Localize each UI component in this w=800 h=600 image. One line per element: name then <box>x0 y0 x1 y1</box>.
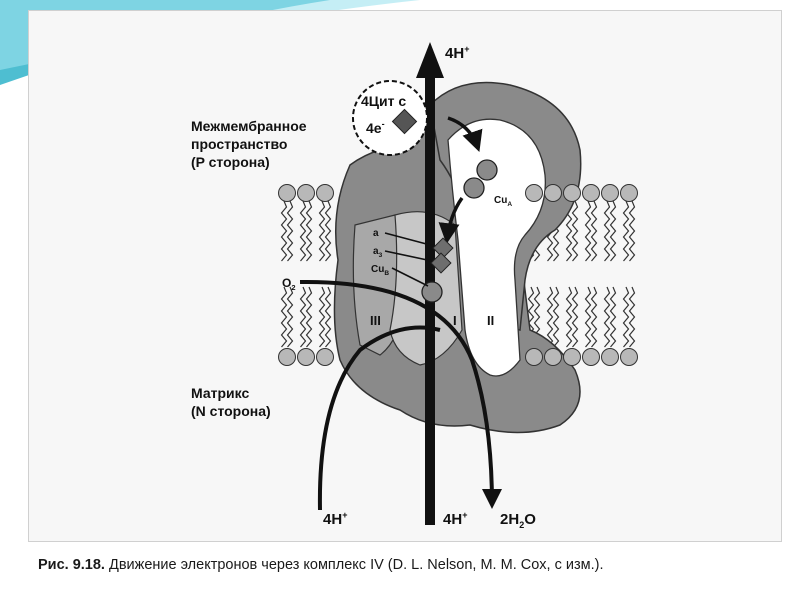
lipid-head <box>316 348 334 366</box>
subunit-ii-label: II <box>487 313 494 328</box>
lipid-tail <box>590 200 598 262</box>
oxygen-to-water-path <box>299 279 502 509</box>
figure-caption: Рис. 9.18. Движение электронов через ком… <box>38 557 778 573</box>
lipid-tail <box>603 200 611 262</box>
heme-a3-diamond <box>430 252 452 274</box>
lipid-tail <box>622 200 630 262</box>
caption-number: Рис. 9.18. <box>38 557 105 573</box>
lipid-tail <box>324 200 332 262</box>
lipid-tail <box>622 286 630 348</box>
lipid-head <box>297 348 315 366</box>
lipid-head <box>316 184 334 202</box>
lipid-tail <box>603 286 611 348</box>
lipid-tail <box>628 200 636 262</box>
lipid-tail <box>565 286 573 348</box>
lipid-tail <box>546 286 554 348</box>
heme-a-label: a <box>373 228 379 239</box>
lipid-tail <box>571 200 579 262</box>
lipid-tail <box>280 200 288 262</box>
cua-label: CuA <box>494 195 512 208</box>
lipid-tail <box>305 200 313 262</box>
intermembrane-space-label-line3: (P сторона) <box>191 154 270 170</box>
proton-bottom-mid-label: 4H+ <box>443 510 467 528</box>
electron-arrow-cytc-to-cua <box>447 116 483 152</box>
proton-channel-arrowhead <box>416 42 444 78</box>
label-pointer-lines <box>384 232 435 287</box>
lipid-tail <box>286 200 294 262</box>
proton-top-label: 4H+ <box>445 44 469 62</box>
cub-label: CuB <box>371 264 389 277</box>
lipid-tail <box>590 286 598 348</box>
electron-count-label: 4e- <box>366 119 385 136</box>
lipid-tail <box>286 286 294 348</box>
lipid-head <box>544 348 562 366</box>
lipid-tail <box>299 200 307 262</box>
heme-a-diamond <box>432 237 454 259</box>
subunit-i-label: I <box>453 313 457 328</box>
lipid-tail <box>552 286 560 348</box>
proton-bottom-left-label: 4H+ <box>323 510 347 528</box>
intermembrane-space-label-line1: Межмембранное <box>191 118 307 134</box>
cub-site <box>421 281 443 303</box>
cytochrome-c-diamond <box>391 108 418 135</box>
lipid-head <box>620 184 638 202</box>
lipid-head <box>563 184 581 202</box>
electron-arrow-cua-to-heme <box>438 196 464 245</box>
lipid-tail <box>584 286 592 348</box>
cua-site-2 <box>463 177 485 199</box>
lipid-head <box>525 184 543 202</box>
lipid-head <box>544 184 562 202</box>
lipid-head <box>582 348 600 366</box>
heme-a3-label: a3 <box>373 246 383 259</box>
lipid-head <box>620 348 638 366</box>
matrix-proton-uptake-path <box>317 325 441 511</box>
water-label: 2H2O <box>500 511 536 530</box>
lipid-head <box>525 348 543 366</box>
lipid-tail <box>628 286 636 348</box>
lipid-tail <box>305 286 313 348</box>
lipid-tail <box>609 200 617 262</box>
cytochrome-c-label: 4Цит с <box>361 93 406 109</box>
lipid-head <box>582 184 600 202</box>
lipid-tail <box>299 286 307 348</box>
lipid-head <box>563 348 581 366</box>
caption-text: Движение электронов через комплекс IV (D… <box>104 557 604 573</box>
lipid-head <box>297 184 315 202</box>
oxygen-label: O2 <box>282 276 296 292</box>
lipid-tail <box>571 286 579 348</box>
cua-site-1 <box>476 159 498 181</box>
lipid-tail <box>280 286 288 348</box>
lipid-head <box>278 184 296 202</box>
lipid-head <box>601 348 619 366</box>
lipid-tail <box>584 200 592 262</box>
subunit-iii-label: III <box>370 313 381 328</box>
lipid-tail <box>318 200 326 262</box>
matrix-label-line2: (N сторона) <box>191 403 271 419</box>
matrix-label-line1: Матрикс <box>191 385 249 401</box>
cytochrome-c-circle <box>352 80 428 156</box>
membrane-tails <box>280 200 636 348</box>
lipid-tail <box>324 286 332 348</box>
membrane-heads <box>278 184 638 366</box>
lipid-tail <box>609 286 617 348</box>
lipid-tail <box>318 286 326 348</box>
intermembrane-space-label-line2: пространство <box>191 136 287 152</box>
lipid-head <box>278 348 296 366</box>
lipid-head <box>601 184 619 202</box>
